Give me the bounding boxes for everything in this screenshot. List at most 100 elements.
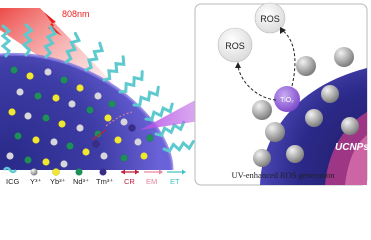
ros-label-1: ROS [225,41,245,51]
ion-nd [42,114,50,122]
ion-y [134,138,142,146]
ion-y [120,118,128,126]
legend-em-label: EM [146,177,157,186]
ion-tm [92,140,100,148]
icg-ligand [144,102,174,122]
sphere [296,56,316,76]
icg-ligand [118,70,144,94]
icg-ligand [64,31,82,64]
ion-yb [52,94,60,102]
lightning-icon [44,12,62,36]
ion-nd [94,130,102,138]
ucnp-core-highlight [345,135,367,185]
legend-yb-label: Yb³⁺ [50,177,66,186]
legend-em-arrow-head [159,169,163,175]
nanoparticle-body [0,54,172,170]
laser-wavelength-label: 808nm [62,9,90,19]
ion-yb [8,108,16,116]
legend-et-arrow-head [182,169,186,175]
ros-bubble-1 [217,27,253,63]
ion-yb [32,136,40,144]
tio2-spheres [252,47,359,167]
legend-icg-label: ICG [6,177,20,186]
icg-ligand [154,120,186,138]
legend-cr-arrow-heads [121,169,139,175]
ion-nd [34,92,42,100]
sphere [305,109,323,127]
energy-transfer-arrows [91,111,133,141]
ros-arrow-left-head [235,62,241,68]
ion-nd [146,134,154,142]
ion-y [60,160,68,168]
ucnp-label: UCNPs [335,142,369,153]
ion-yb [82,148,90,156]
ion-yb [76,84,84,92]
icg-ligand [162,140,195,154]
diagram-canvas: 808nm TiO₂ ROS ROS UCNPs UV-enhanced ROS… [0,2,369,186]
ros-label-2: ROS [260,14,280,24]
ion-nd [120,154,128,162]
legend-tm-symbol [99,168,107,176]
sphere [341,117,359,135]
cr-arrow [91,129,107,141]
legend-cr-label: CR [124,177,135,186]
ion-yb [58,120,66,128]
nanoparticle-section [0,52,174,171]
icg-ligand [132,85,160,107]
icg-ligand [43,25,58,59]
icg-ligand [84,41,105,72]
ion-yb [42,158,50,166]
ion-nd [14,132,22,140]
tio2-particle [274,86,300,112]
ion-nd [10,66,18,74]
sphere [334,47,354,67]
legend-yb-symbol [52,168,60,176]
ion-y [24,112,32,120]
ion-y [94,92,102,100]
ion-yb [140,152,148,160]
legend-et-label: ET [170,177,180,186]
icg-ligands [0,23,195,154]
ion-cluster [6,66,154,168]
legend-tm-label: Tm³⁺ [96,177,113,186]
ros-bubble-2 [254,2,286,34]
legend-nd-label: Nd³⁺ [73,177,89,186]
legend-icg-symbol [3,166,17,174]
ion-nd [86,106,94,114]
icg-ligand [0,24,12,58]
sphere [321,85,339,103]
right-panel: TiO₂ ROS ROS UCNPs UV-enhanced ROS gener… [194,2,369,186]
ros-arrow-left [237,65,277,101]
ion-yb [114,136,122,144]
legend-y-label: Y³⁺ [30,177,42,186]
ion-y [44,68,52,76]
figure-scene: 808nm TiO₂ ROS ROS UCNPs UV-enhanced ROS… [0,2,369,186]
nanoparticle-shell [0,52,174,171]
ion-tm [128,124,136,132]
ion-nd [24,156,32,164]
legend-y-symbol [30,168,38,176]
icg-ligand [21,23,34,57]
sphere [253,149,271,167]
em-arrow [105,111,133,127]
ion-nd [66,142,74,150]
icg-ligand [102,55,126,82]
ion-y [50,138,58,146]
ion-yb [104,114,112,122]
ros-arrow-right-head [280,27,286,34]
legend: ICG Y³⁺ Yb³⁺ Nd³⁺ Tm³⁺ CR EM ET [3,166,186,186]
caption-text: UV-enhanced ROS generation [231,170,335,180]
ion-y [68,100,76,108]
legend-nd-symbol [75,168,83,176]
ion-y [6,152,14,160]
ion-y [16,88,24,96]
ion-yb [26,72,34,80]
ion-nd [60,76,68,84]
ion-nd [108,100,116,108]
sphere [252,100,272,120]
ion-y [76,124,84,132]
ion-y [100,152,108,160]
sphere [286,145,304,163]
sphere [265,122,285,142]
ros-arrow-right [281,29,296,87]
